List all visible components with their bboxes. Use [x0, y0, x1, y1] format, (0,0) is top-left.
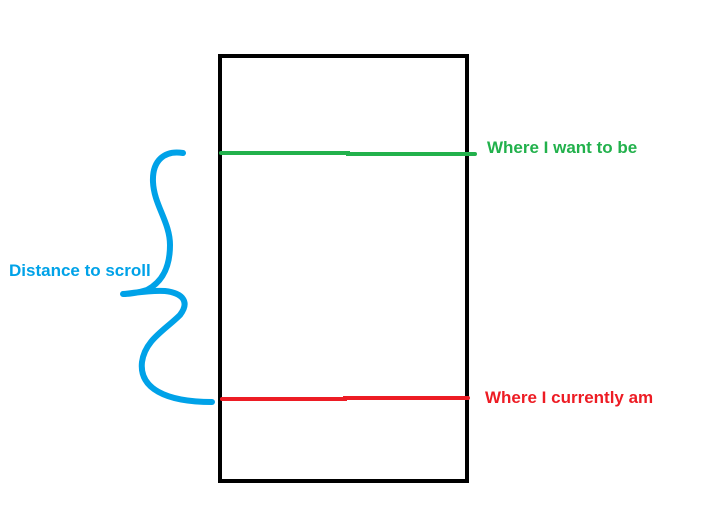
distance-to-scroll-label: Distance to scroll [9, 261, 151, 280]
target-position-line [219, 151, 477, 156]
target-position-label: Where I want to be [487, 138, 638, 157]
current-position-line [220, 396, 470, 401]
distance-brace [120, 149, 215, 405]
viewport-frame [218, 54, 469, 483]
current-position-label: Where I currently am [485, 388, 654, 407]
